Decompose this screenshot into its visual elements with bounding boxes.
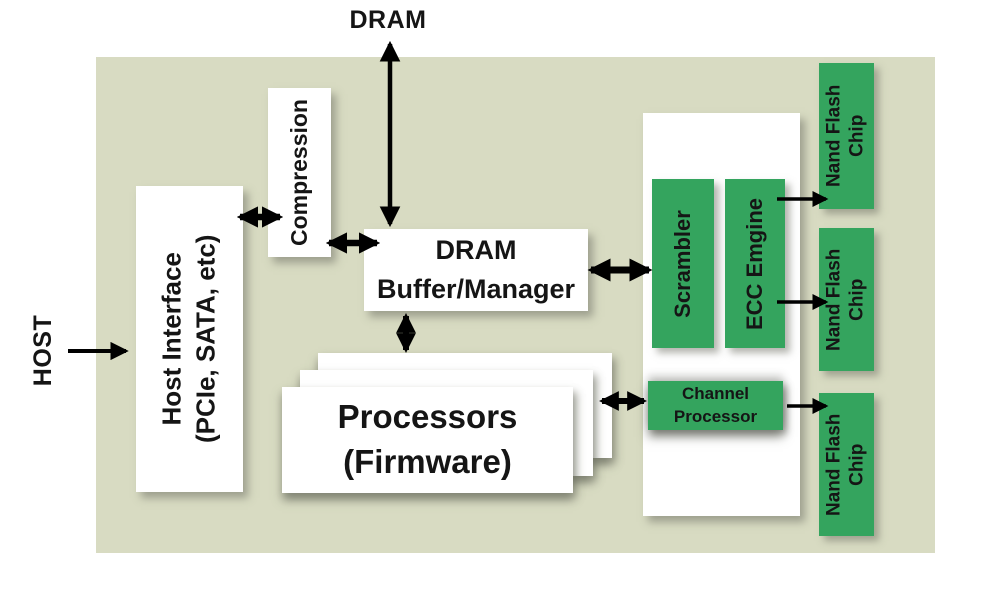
nand-flash-chip-2: Nand Flash Chip xyxy=(819,228,874,371)
nand-flash-chip-2-text: Nand Flash Chip xyxy=(824,248,870,350)
nand-chip-2-line1: Nand Flash xyxy=(823,248,845,351)
processors-line2: (Firmware) xyxy=(343,443,512,480)
host-interface-box: Host Interface (PCIe, SATA, etc) xyxy=(136,186,243,492)
nand-chip-1-line2: Chip xyxy=(846,114,868,158)
host-interface-text: Host Interface (PCIe, SATA, etc) xyxy=(156,235,224,444)
nand-flash-chip-1-text: Nand Flash Chip xyxy=(824,85,870,187)
processors-line1: Processors xyxy=(337,398,518,436)
dram-buffer-line2: Buffer/Manager xyxy=(376,274,576,304)
host-interface-line2: (PCIe, SATA, etc) xyxy=(190,234,221,444)
channel-processor-text: Channel Processor xyxy=(674,383,757,429)
host-interface-line1: Host Interface xyxy=(156,252,187,426)
scrambler-text: Scrambler xyxy=(670,209,695,318)
nand-chip-3-line2: Chip xyxy=(846,443,868,486)
scrambler-box: Scrambler xyxy=(652,179,714,348)
processors-box: Processors (Firmware) xyxy=(282,387,573,493)
ecc-engine-text: ECC Emgine xyxy=(742,197,767,330)
compression-text: Compression xyxy=(286,99,313,246)
nand-flash-chip-1: Nand Flash Chip xyxy=(819,63,874,209)
channel-processor-line1: Channel xyxy=(681,383,750,403)
dram-buffer-text: DRAM Buffer/Manager xyxy=(377,231,575,309)
channel-processor-box: Channel Processor xyxy=(648,381,783,430)
dram-buffer-manager-box: DRAM Buffer/Manager xyxy=(364,229,588,311)
host-label-text: HOST xyxy=(29,314,58,386)
nand-flash-chip-3-text: Nand Flash Chip xyxy=(824,413,870,515)
processors-text: Processors (Firmware) xyxy=(338,395,518,484)
nand-chip-3-line1: Nand Flash xyxy=(823,413,845,516)
channel-processor-line2: Processor xyxy=(673,406,758,426)
dram-buffer-line1: DRAM xyxy=(435,234,517,265)
nand-flash-chip-3: Nand Flash Chip xyxy=(819,393,874,536)
nand-chip-2-line2: Chip xyxy=(846,278,868,321)
nand-chip-1-line1: Nand Flash xyxy=(823,84,845,188)
compression-box: Compression xyxy=(268,88,331,257)
dram-label: DRAM xyxy=(348,6,428,34)
ecc-engine-box: ECC Emgine xyxy=(725,179,785,348)
dram-label-text: DRAM xyxy=(349,5,427,34)
host-label: HOST xyxy=(16,300,72,400)
